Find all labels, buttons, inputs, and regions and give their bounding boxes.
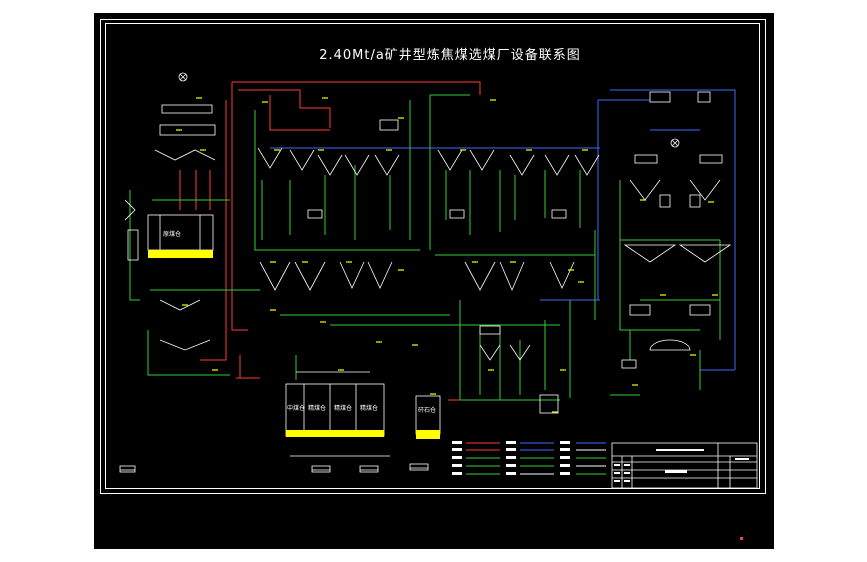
equipment-outlines bbox=[119, 91, 732, 473]
drawing-frame-outer bbox=[100, 19, 766, 494]
product-bin-label-1: 中煤仓 bbox=[287, 404, 305, 412]
station-marker-icon bbox=[178, 72, 188, 82]
valve-icon bbox=[670, 138, 680, 148]
drawing-title: 2.40Mt/a矿井型炼焦煤选煤厂设备联系图 bbox=[319, 48, 581, 63]
clean-coal-lines bbox=[270, 89, 736, 371]
gangue-bin-label: 矸石仓 bbox=[418, 406, 436, 414]
drawing-frame-inner bbox=[105, 23, 760, 489]
equipment-number-marks bbox=[176, 97, 718, 413]
product-bin-label-2: 精煤仓 bbox=[308, 404, 326, 412]
raw-coal-lines bbox=[179, 81, 481, 401]
legend bbox=[452, 441, 606, 475]
product-bin-label-3: 精煤仓 bbox=[334, 404, 352, 412]
water-lines bbox=[129, 94, 721, 401]
raw-coal-bin-label: 原煤仓 bbox=[163, 230, 181, 238]
red-marker bbox=[740, 537, 743, 540]
bin-fills bbox=[148, 250, 440, 439]
product-bin-label-4: 精煤仓 bbox=[360, 404, 378, 412]
title-block-marks bbox=[614, 449, 749, 482]
